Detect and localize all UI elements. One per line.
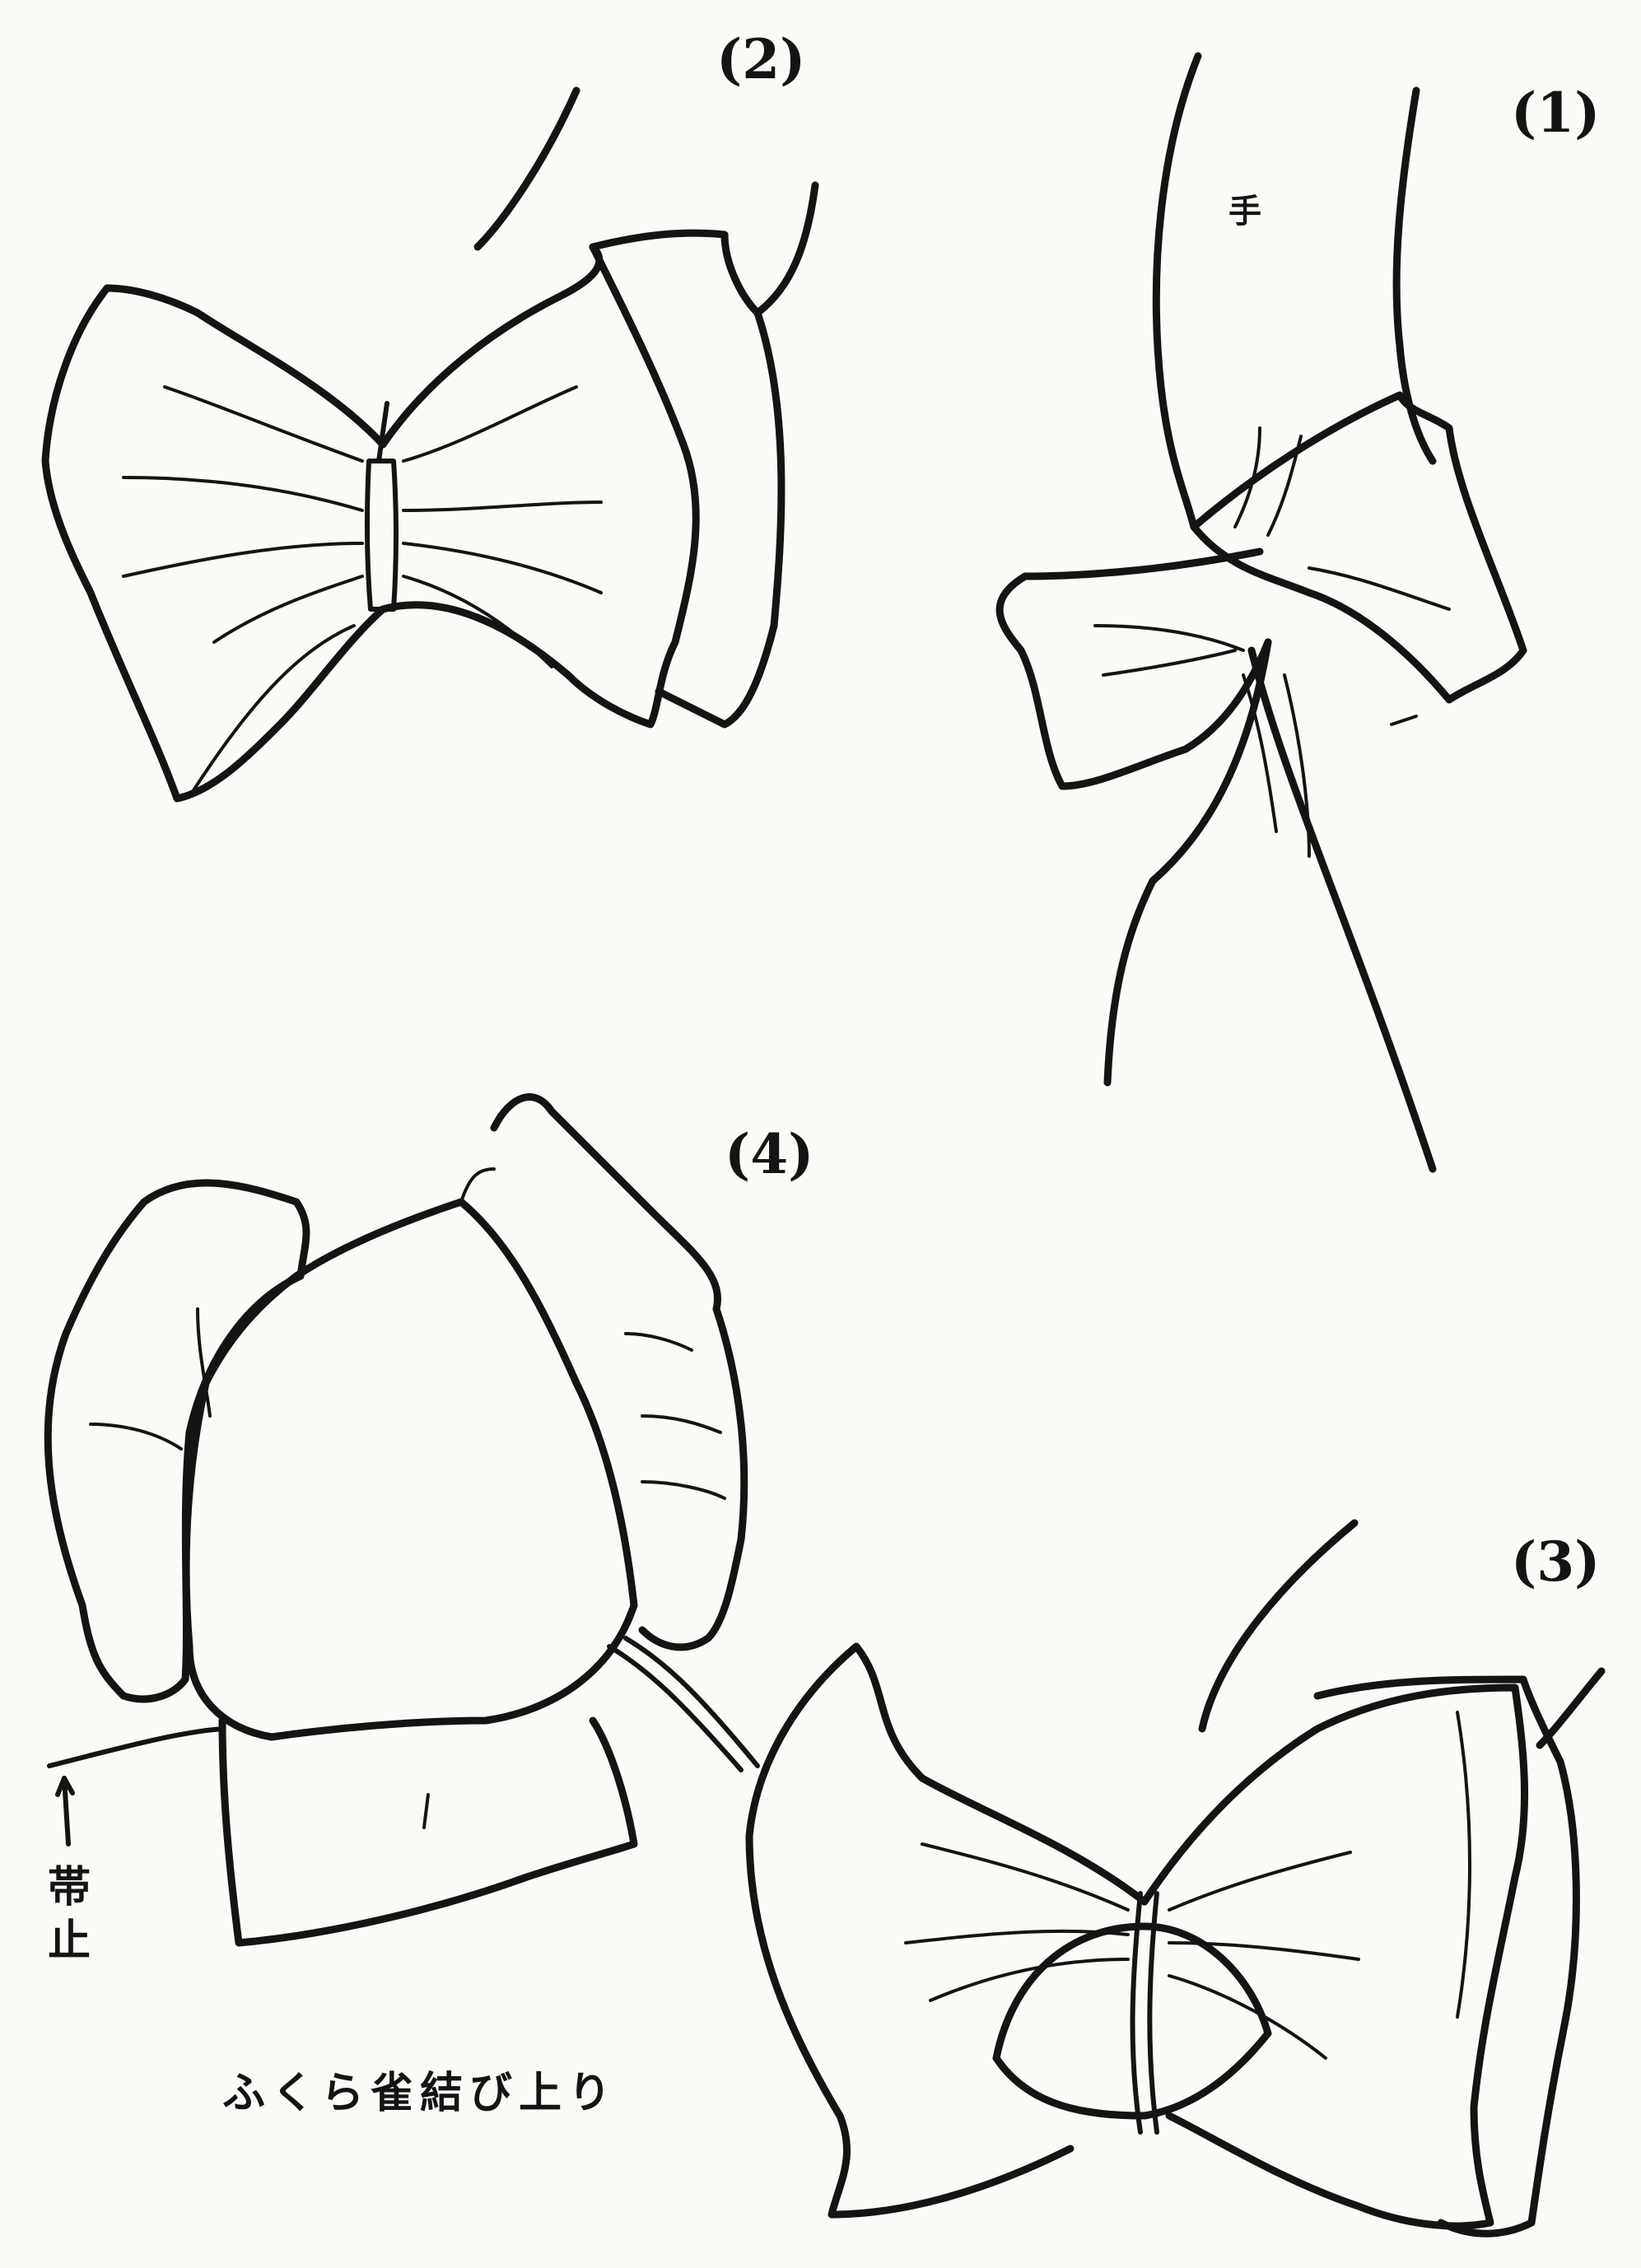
obidome-label-1: 帯 — [48, 1863, 91, 1912]
panel-2-drawing: (2) — [45, 27, 815, 799]
panel-4-drawing: (4) 帯 止 — [48, 1097, 814, 1966]
panel-3-label: (3) — [1511, 1530, 1600, 1594]
panel-4-label: (4) — [725, 1122, 814, 1186]
panel-2-label: (2) — [716, 27, 805, 91]
te-label: 手 — [1228, 193, 1261, 231]
panel-1-label: (1) — [1511, 81, 1600, 145]
obidome-label-2: 止 — [48, 1916, 91, 1966]
panel-1-drawing: (1) 手 — [1000, 56, 1600, 1169]
caption: ふくら雀結び上り — [222, 2069, 618, 2118]
panel-3-drawing: (3) — [749, 1523, 1601, 2233]
